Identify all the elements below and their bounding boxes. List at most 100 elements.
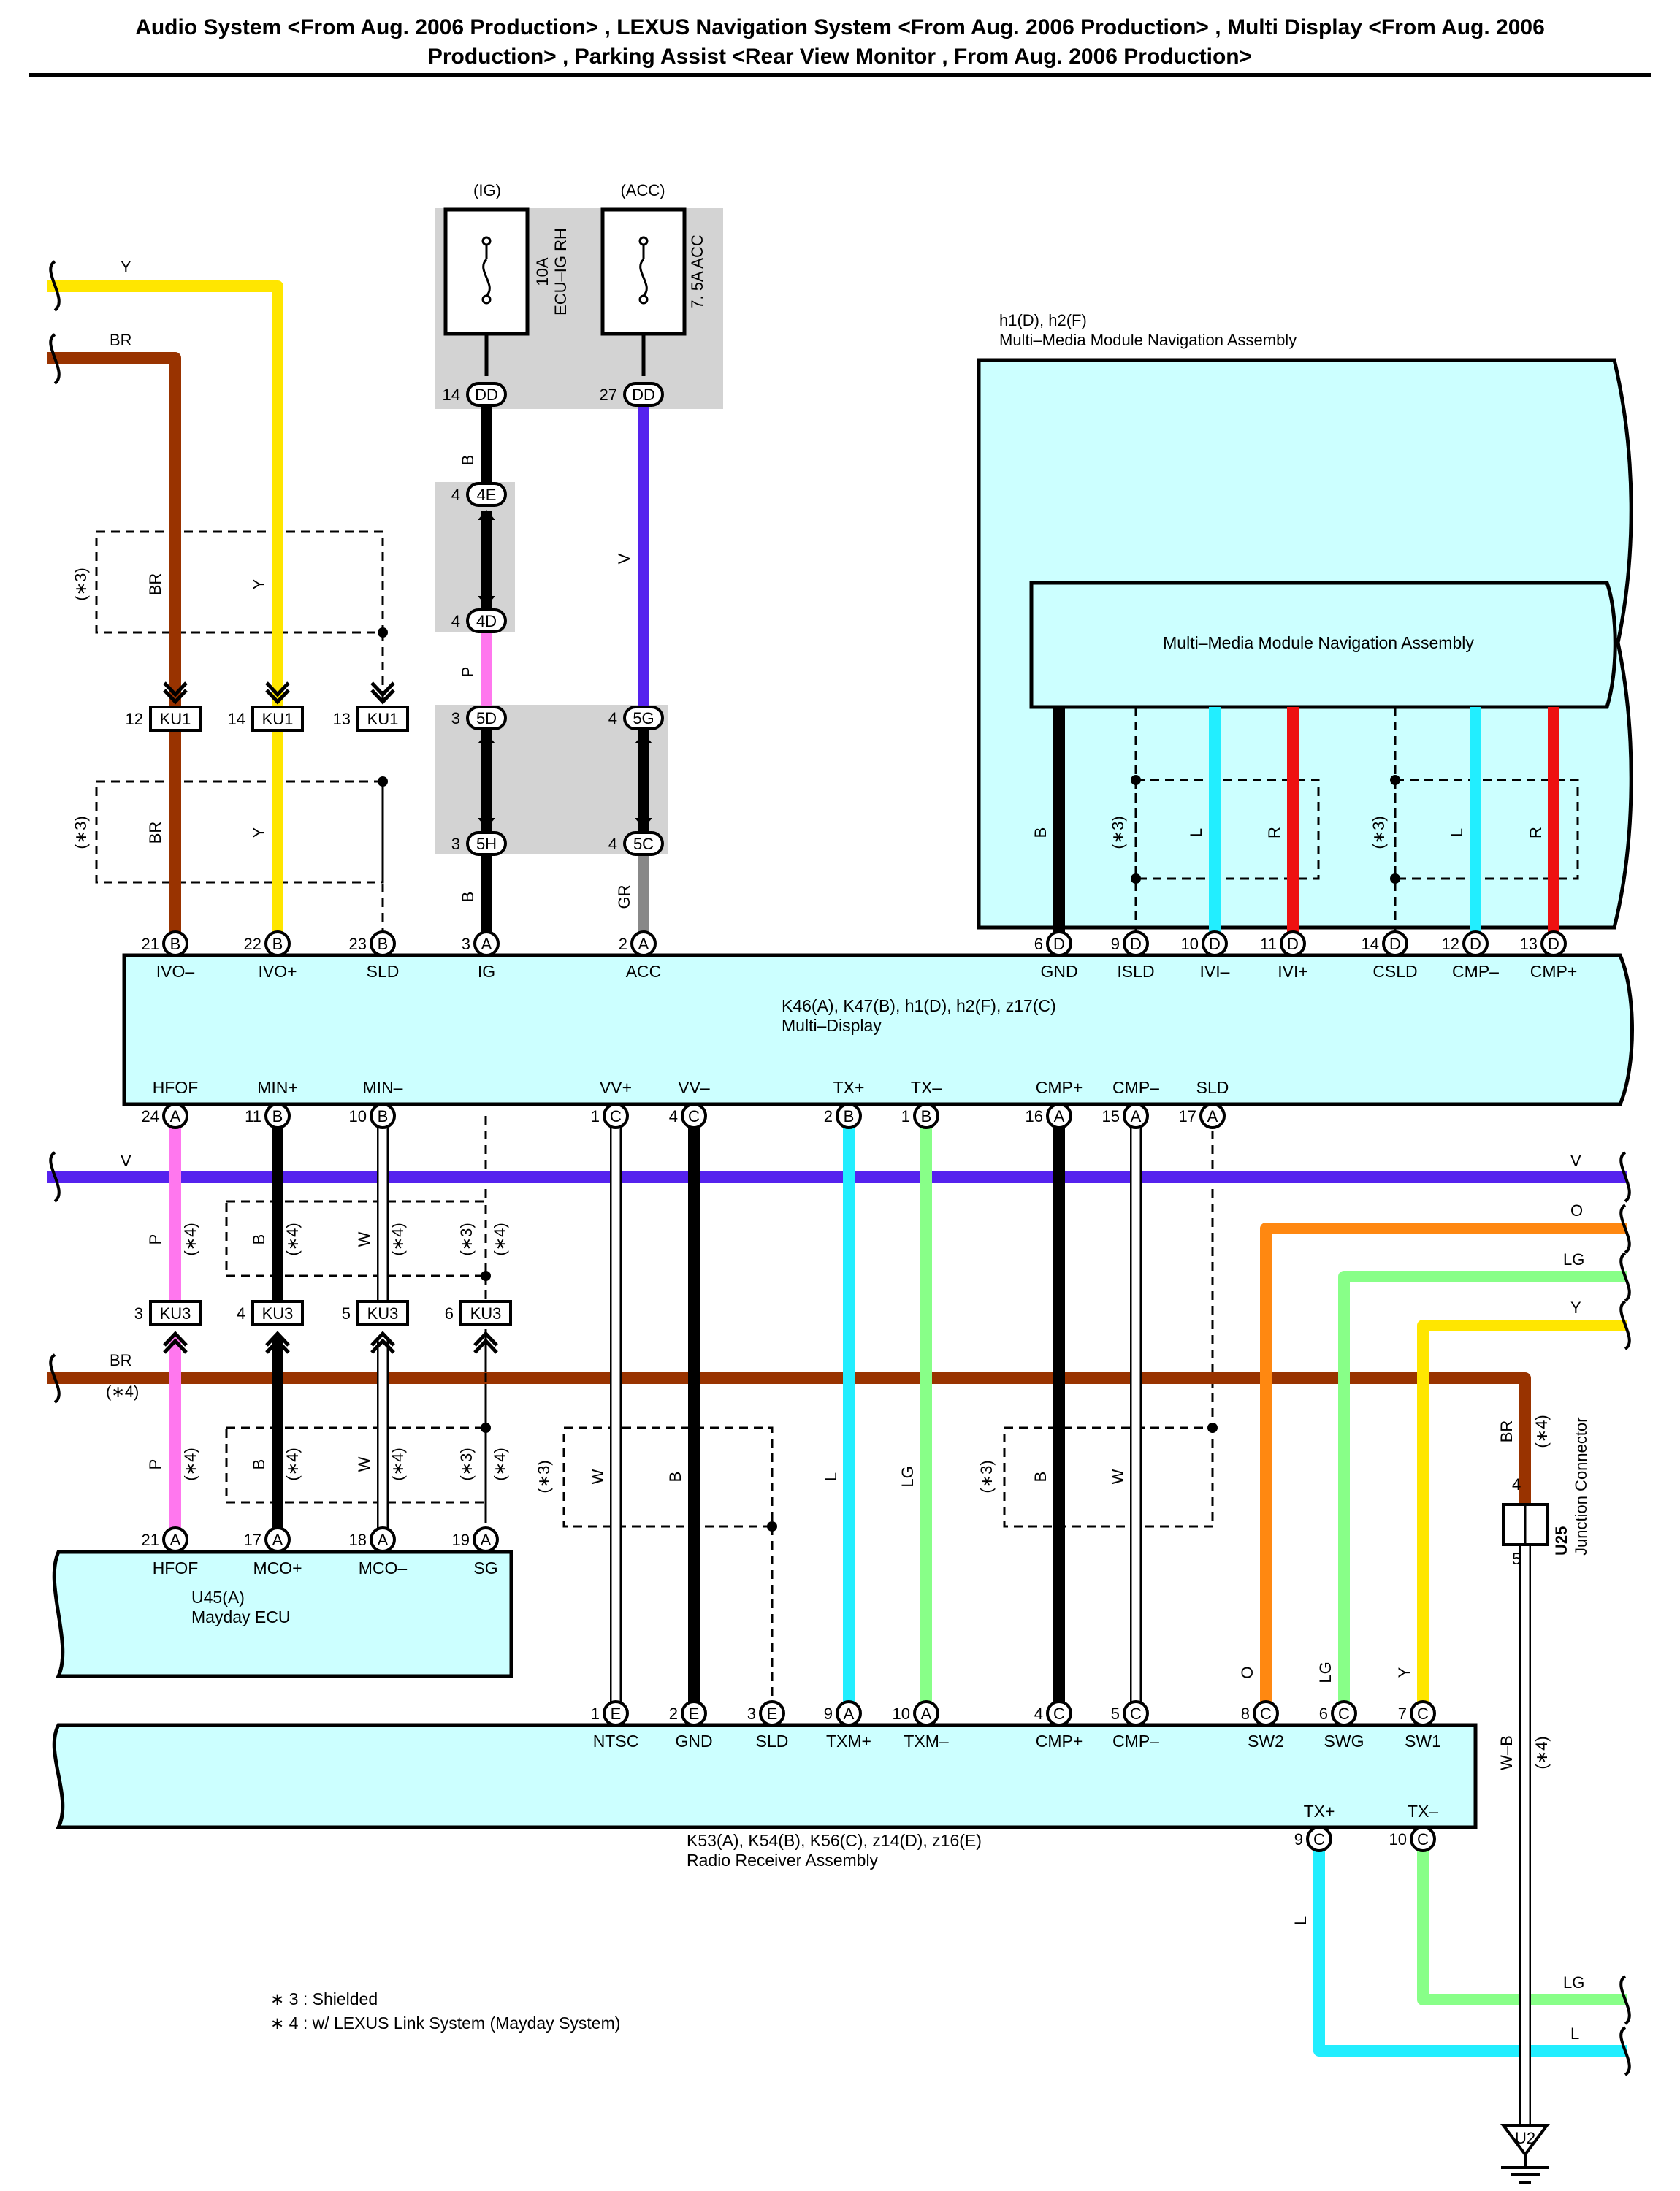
svg-text:5C: 5C <box>633 835 654 853</box>
svg-text:HFOF: HFOF <box>153 1559 199 1578</box>
svg-text:(∗4): (∗4) <box>389 1448 407 1480</box>
svg-text:4: 4 <box>1034 1705 1043 1723</box>
svg-text:14: 14 <box>228 710 245 728</box>
svg-text:W: W <box>589 1469 607 1484</box>
svg-text:CMP+: CMP+ <box>1530 962 1578 981</box>
svg-text:6: 6 <box>1034 935 1043 953</box>
svg-text:(∗3): (∗3) <box>535 1460 553 1493</box>
svg-text:16: 16 <box>1026 1107 1043 1125</box>
svg-text:5: 5 <box>1111 1705 1120 1723</box>
svg-text:GND: GND <box>1040 962 1077 981</box>
svg-text:GND: GND <box>675 1732 712 1751</box>
svg-text:(∗4): (∗4) <box>1532 1415 1551 1448</box>
svg-text:5G: 5G <box>633 709 654 727</box>
svg-text:SLD: SLD <box>1196 1078 1229 1097</box>
svg-text:14: 14 <box>1362 935 1379 953</box>
radio-receiver-title: Radio Receiver Assembly <box>687 1851 879 1870</box>
svg-text:A: A <box>481 1531 492 1549</box>
svg-text:15: 15 <box>1102 1107 1120 1125</box>
svg-text:L: L <box>822 1472 840 1481</box>
svg-text:A: A <box>844 1705 855 1723</box>
svg-text:IVI+: IVI+ <box>1278 962 1308 981</box>
nav-module-codes: h1(D), h2(F) <box>999 311 1087 329</box>
svg-text:IVO+: IVO+ <box>258 962 297 981</box>
svg-text:Y: Y <box>1570 1299 1581 1317</box>
svg-text:(∗3): (∗3) <box>457 1448 476 1480</box>
svg-text:L: L <box>1291 1916 1310 1925</box>
svg-text:5: 5 <box>342 1304 351 1323</box>
svg-text:ISLD: ISLD <box>1117 962 1154 981</box>
nav-module-title: Multi–Media Module Navigation Assembly <box>999 331 1297 349</box>
note-lexus-link: ∗ 4 : w/ LEXUS Link System (Mayday Syste… <box>270 2014 620 2033</box>
svg-text:Y: Y <box>1395 1667 1413 1678</box>
note-shielded: ∗ 3 : Shielded <box>270 1989 378 2008</box>
svg-text:B: B <box>272 935 283 953</box>
svg-text:C: C <box>1130 1705 1142 1723</box>
title-line-1: Audio System <From Aug. 2006 Production>… <box>135 15 1545 39</box>
svg-text:A: A <box>170 1107 181 1125</box>
svg-text:GR: GR <box>615 885 633 909</box>
svg-text:(∗4): (∗4) <box>389 1223 407 1255</box>
svg-text:10: 10 <box>1389 1830 1407 1848</box>
svg-text:KU3: KU3 <box>262 1304 294 1323</box>
pin-layer: B21IVO–B22IVO+B23SLDA3IGA2ACCD6GNDD9ISLD… <box>142 930 1578 1852</box>
svg-text:KU1: KU1 <box>367 710 399 728</box>
svg-text:SW2: SW2 <box>1248 1732 1284 1751</box>
svg-text:CMP+: CMP+ <box>1036 1078 1083 1097</box>
connector-5d: 5D 3 <box>451 706 507 743</box>
svg-text:W: W <box>355 1456 373 1472</box>
white-wires <box>377 1116 1531 2125</box>
svg-text:D: D <box>1130 935 1142 953</box>
mayday-ecu-code: U45(A) <box>191 1588 245 1607</box>
svg-text:P: P <box>146 1234 164 1245</box>
svg-text:D: D <box>1209 935 1221 953</box>
svg-text:19: 19 <box>452 1531 470 1549</box>
svg-text:LG: LG <box>1316 1662 1335 1683</box>
svg-text:C: C <box>688 1107 700 1125</box>
svg-text:10: 10 <box>349 1107 367 1125</box>
wire-color-labels: Y BR BR Y (∗3) BR Y (∗3) B P B V GR B (∗… <box>72 258 1584 2043</box>
svg-text:TX+: TX+ <box>1304 1802 1335 1821</box>
svg-text:E: E <box>689 1705 700 1723</box>
svg-text:SLD: SLD <box>367 962 400 981</box>
svg-text:U25: U25 <box>1552 1526 1570 1556</box>
svg-text:11: 11 <box>1260 935 1277 953</box>
svg-text:1: 1 <box>591 1705 600 1723</box>
svg-text:L: L <box>1570 2024 1579 2043</box>
svg-text:W: W <box>1109 1469 1127 1484</box>
svg-text:C: C <box>1053 1705 1065 1723</box>
svg-text:3: 3 <box>134 1304 143 1323</box>
svg-text:KU3: KU3 <box>367 1304 399 1323</box>
svg-text:12: 12 <box>1442 935 1459 953</box>
fuse-acc-label: 7. 5A ACC <box>688 234 706 309</box>
svg-text:(∗4): (∗4) <box>283 1223 302 1255</box>
ku3-connectors: KU3 3 KU3 4 KU3 5 KU3 6 <box>134 1300 512 1353</box>
svg-text:IG: IG <box>478 962 495 981</box>
svg-text:E: E <box>767 1705 778 1723</box>
svg-text:MCO+: MCO+ <box>253 1559 302 1578</box>
svg-text:NTSC: NTSC <box>593 1732 639 1751</box>
svg-text:TX–: TX– <box>1408 1802 1438 1821</box>
svg-text:4: 4 <box>608 709 617 727</box>
svg-text:21: 21 <box>142 1531 159 1549</box>
fuse-ig-rating: 10A <box>533 257 551 286</box>
svg-text:CMP+: CMP+ <box>1036 1732 1083 1751</box>
svg-text:VV+: VV+ <box>600 1078 632 1097</box>
svg-text:4: 4 <box>1512 1475 1521 1494</box>
